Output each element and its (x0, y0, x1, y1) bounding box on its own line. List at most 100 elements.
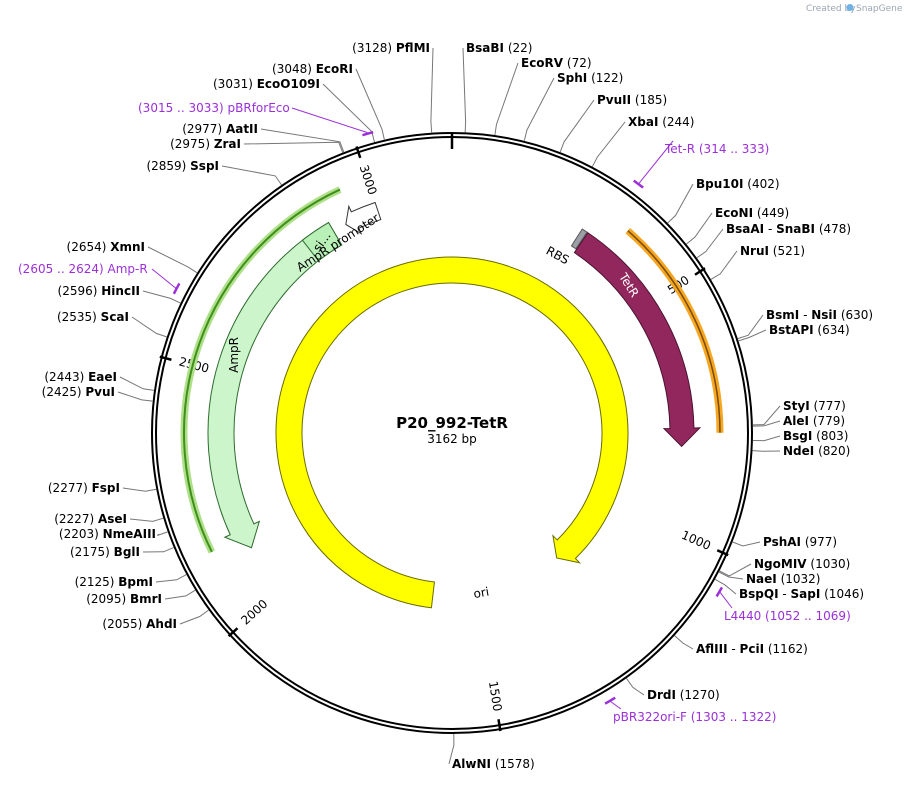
site-xmni: (2654) XmnI (67, 240, 198, 274)
primer-leader-line (291, 107, 368, 134)
site-position: (2596) (58, 284, 102, 298)
site-alei: AleI (779) (752, 414, 845, 428)
site-position: (2975) (170, 137, 214, 151)
site-position: (122) (587, 71, 623, 85)
primer-leader-line (610, 701, 622, 710)
site-label: (2055) AhdI (102, 617, 177, 631)
site-leader-line (714, 578, 737, 595)
site-label: (2277) FspI (48, 481, 120, 495)
site-enzyme-name: BsaBI (466, 41, 504, 55)
bp-tick-label: 2000 (238, 597, 270, 628)
site-position: (977) (801, 535, 837, 549)
site-bgli: (2175) BglI (70, 545, 174, 559)
site-bsaai: BsaAI - SnaBI (478) (696, 222, 851, 259)
site-enzyme-name: NmeAIII (103, 527, 156, 541)
signal-sequence-feature (301, 221, 343, 262)
site-position: (521) (769, 244, 805, 258)
site-bsmi: BsmI - NsiI (630) (737, 308, 873, 340)
site-enzyme-name: DrdI (647, 688, 676, 702)
site-enzyme-name: EcoNI (715, 206, 753, 220)
site-label: NgoMIV (1030) (754, 557, 850, 571)
site-separator: - (799, 308, 811, 322)
bp-tick-label: 1000 (679, 528, 713, 553)
primer-mark (172, 282, 181, 295)
site-leader-line (462, 47, 467, 133)
site-enzyme-name: NaeI (746, 572, 777, 586)
bp-tick-mark (355, 146, 362, 159)
site-label: Bpu10I (402) (696, 177, 780, 191)
plasmid-size: 3162 bp (427, 432, 477, 446)
site-position: (2977) (182, 122, 226, 136)
site-label: NdeI (820) (783, 444, 850, 458)
site-label: BstAPI (634) (769, 323, 850, 337)
primer-name: pBRforEco (228, 101, 290, 115)
site-sphi: SphI (122) (523, 71, 623, 141)
site-ahdi: (2055) AhdI (102, 609, 209, 631)
site-enzyme-name-2: SnaBI (776, 222, 815, 236)
site-leader-line (718, 571, 744, 580)
site-position: (2277) (48, 481, 92, 495)
site-enzyme-name: ScaI (101, 310, 129, 324)
site-label: SphI (122) (557, 71, 623, 85)
site-leader-line (685, 212, 713, 245)
primer-label: Tet-R (314 .. 333) (664, 142, 769, 156)
primer-label: L4440 (1052 .. 1069) (724, 609, 851, 623)
site-label: AlwNI (1578) (452, 757, 535, 771)
site-label: (2425) PvuI (42, 385, 115, 399)
site-label: (2203) NmeAIII (59, 527, 156, 541)
primer-ampr: (2605 .. 2624) Amp-R (18, 262, 181, 295)
site-enzyme-name: XbaI (628, 115, 658, 129)
site-enzyme-name: BstAPI (769, 323, 814, 337)
primer-name: L4440 (724, 609, 765, 623)
site-leader-line (696, 228, 724, 259)
site-separator: - (779, 587, 791, 601)
site-styi: StyI (777) (752, 399, 846, 426)
site-label: BsgI (803) (783, 429, 848, 443)
site-label: EcoRV (72) (521, 56, 592, 70)
site-fspi: (2277) FspI (48, 481, 157, 495)
bp-tick-label: 1500 (486, 680, 505, 712)
site-position: (1578) (491, 757, 535, 771)
site-ecori: (3048) EcoRI (272, 62, 385, 140)
site-sspi: (2859) SspI (146, 159, 282, 186)
site-leader-line (119, 376, 155, 391)
site-pflmi: (3128) PflMI (352, 41, 434, 133)
site-label: (2859) SspI (146, 159, 219, 173)
site-enzyme-name: BsaAI (726, 222, 764, 236)
site-position: (185) (631, 93, 667, 107)
site-bmri: (2095) BmrI (86, 589, 196, 606)
site-position: (2443) (44, 370, 88, 384)
site-position: (3128) (352, 41, 396, 55)
site-position: (449) (753, 206, 789, 220)
site-enzyme-name: NruI (740, 244, 769, 258)
site-enzyme-name: XmnI (110, 240, 145, 254)
site-enzyme-name: PvuI (85, 385, 115, 399)
site-leader-line (494, 62, 519, 136)
site-enzyme-name-2: NsiI (811, 308, 837, 322)
site-nrui: NruI (521) (710, 244, 805, 280)
primer-pbrforeco: (3015 .. 3033) pBRforEco (138, 101, 374, 137)
plasmid-backbone (151, 132, 753, 734)
primer-label: pBR322ori-F (1303 .. 1322) (613, 710, 776, 724)
site-bpmi: (2125) BpmI (75, 574, 187, 589)
site-label: (2175) BglI (70, 545, 140, 559)
primer-range: (314 .. 333) (699, 142, 769, 156)
site-label: BsaAI - SnaBI (478) (726, 222, 851, 236)
site-enzyme-name: Bpu10I (696, 177, 743, 191)
site-position: (478) (815, 222, 851, 236)
site-position: (3031) (213, 77, 257, 91)
site-label: PvuII (185) (597, 93, 667, 107)
site-aflIII: AflIII - PciI (1162) (674, 635, 808, 656)
site-label: (2977) AatII (182, 122, 258, 136)
site-label: (2596) HincII (58, 284, 140, 298)
rbs-feature (570, 228, 588, 250)
primer-mark (715, 586, 724, 598)
site-label: (2975) ZraI (170, 137, 241, 151)
site-leader-line (430, 47, 434, 133)
site-position: (2095) (86, 592, 130, 606)
site-ecorv: EcoRV (72) (494, 56, 592, 136)
ampr-binding-band-core (183, 188, 341, 553)
site-position: (1046) (820, 587, 864, 601)
